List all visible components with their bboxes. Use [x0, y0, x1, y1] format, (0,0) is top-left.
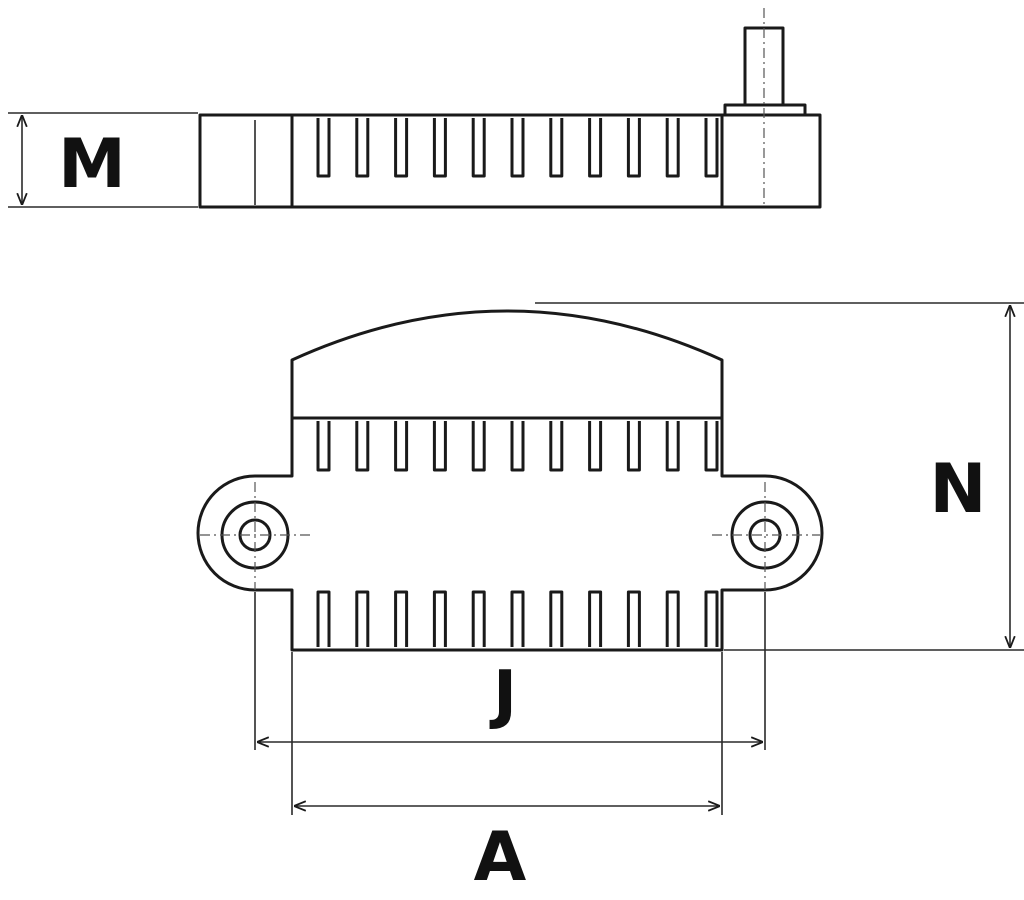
label-m: M — [58, 125, 126, 204]
lower-fin-slot — [665, 590, 680, 647]
lower-fin-slot — [394, 590, 409, 647]
label-j: J — [489, 658, 517, 732]
upper-fin-slot — [665, 421, 680, 472]
side-fin-slots — [316, 118, 719, 178]
lower-fin-slot — [316, 590, 331, 647]
mounting-stud — [723, 8, 807, 205]
lower-fin-slot — [510, 590, 525, 647]
dimension-m: M — [8, 112, 198, 208]
right-mounting-hole — [712, 482, 820, 590]
side-fin-slot — [626, 118, 641, 178]
upper-fin-slot — [549, 421, 564, 472]
dimension-j: J — [254, 592, 766, 750]
upper-fin-slot — [471, 421, 486, 472]
lower-fin-slot — [704, 590, 719, 647]
lower-fin-slot — [471, 590, 486, 647]
lower-fin-slot — [355, 590, 370, 647]
upper-fin-slot — [510, 421, 525, 472]
lower-fin-slot — [432, 590, 447, 647]
upper-fin-slot — [588, 421, 603, 472]
side-fin-slot — [394, 118, 409, 178]
side-fin-slot — [316, 118, 331, 178]
upper-fin-slot — [394, 421, 409, 472]
side-fin-slot — [588, 118, 603, 178]
side-fin-slot — [549, 118, 564, 178]
side-fin-slot — [355, 118, 370, 178]
dimension-a: A — [291, 652, 723, 897]
left-mounting-hole — [200, 482, 310, 590]
upper-fin-slot — [626, 421, 641, 472]
lower-fin-slot — [549, 590, 564, 647]
side-fin-slot — [510, 118, 525, 178]
side-fin-slot — [471, 118, 486, 178]
side-fin-slot — [432, 118, 447, 178]
side-fin-slot — [704, 118, 719, 178]
upper-fin-slots — [316, 421, 719, 472]
lower-fin-slot — [626, 590, 641, 647]
lower-fin-slot — [588, 590, 603, 647]
side-fin-slot — [665, 118, 680, 178]
top-view — [196, 309, 824, 652]
upper-fin-slot — [704, 421, 719, 472]
label-a: A — [474, 818, 527, 897]
upper-fin-slot — [355, 421, 370, 472]
label-n: N — [930, 450, 987, 529]
upper-fin-slot — [432, 421, 447, 472]
dimension-n: N — [535, 302, 1024, 651]
side-view — [198, 8, 822, 209]
lower-fin-slots — [316, 590, 719, 647]
upper-fin-slot — [316, 421, 331, 472]
